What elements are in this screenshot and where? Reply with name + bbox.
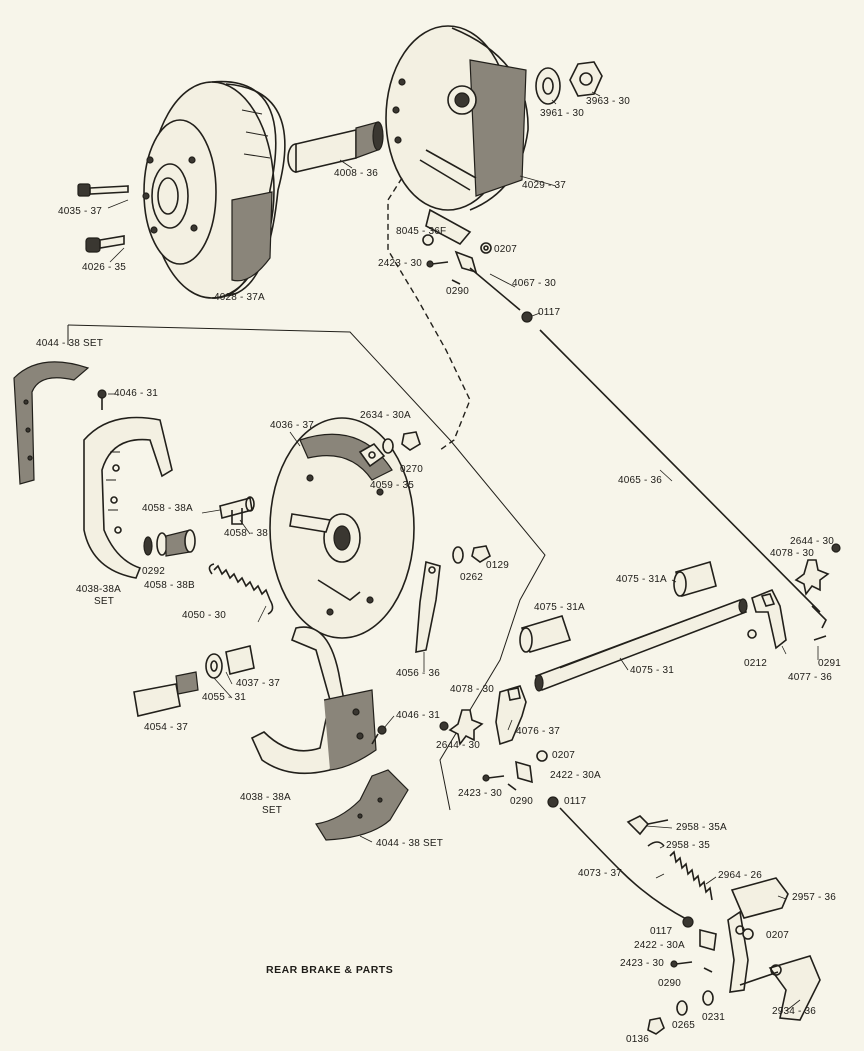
part-label: 2958 - 35 (666, 840, 711, 851)
part-label: 2423 - 30 (458, 788, 503, 799)
part-label: 4058 - 38A (142, 503, 193, 514)
assembly-reference-lines (67, 177, 546, 811)
part-label: 4028 - 37A (214, 292, 265, 303)
part-label: 4036 - 37 (270, 420, 315, 431)
brake-shoe-bottom (250, 626, 377, 775)
operating-lever (415, 545, 491, 653)
part-label: 4046 - 31 (114, 388, 159, 399)
axle-sleeve (287, 121, 384, 174)
brake-drum (142, 80, 286, 299)
part-label: 2644 - 30 (790, 536, 835, 547)
part-label: 4077 - 36 (788, 672, 833, 683)
brake-shoe-top (83, 416, 173, 579)
part-label: 2422 - 30A (634, 940, 685, 951)
cross-shaft (519, 560, 748, 692)
part-label: 4008 - 36 (334, 168, 379, 179)
brake-lining-bottom (315, 769, 409, 841)
pedal-clevis-hardware (647, 916, 754, 1035)
part-label: 0207 (552, 750, 576, 761)
part-label: 2644 - 30 (436, 740, 481, 751)
part-label: 0290 (510, 796, 534, 807)
part-label: 0136 (626, 1034, 650, 1045)
brake-lining-top (13, 361, 90, 485)
part-label: 4055 - 31 (202, 692, 247, 703)
part-label: 4075 - 31A (616, 574, 667, 585)
part-label: 2422 - 30A (550, 770, 601, 781)
top-link-hardware (422, 234, 533, 323)
part-label: 2423 - 30 (378, 258, 423, 269)
brake-rod (539, 329, 827, 629)
shoe-adjuster (143, 496, 255, 557)
part-label: 0292 (142, 566, 166, 577)
part-label: 4046 - 31 (396, 710, 441, 721)
pedal-spring-hardware (626, 815, 713, 901)
part-label: 4035 - 37 (58, 206, 103, 217)
part-label: 0291 (818, 658, 842, 669)
middle-clevis-hardware (482, 750, 559, 808)
backing-plate (269, 417, 415, 639)
diagram-caption: REAR BRAKE & PARTS (266, 964, 394, 976)
anchor-hardware (358, 431, 421, 468)
part-label: 4078 - 30 (450, 684, 495, 695)
part-label: 0117 (538, 307, 561, 318)
part-label: 2964 - 26 (718, 870, 763, 881)
part-label: 2634 - 30A (360, 410, 411, 421)
part-label: 4073 - 37 (578, 868, 623, 879)
part-label: 2934 - 36 (772, 1006, 817, 1017)
part-label: 2423 - 30 (620, 958, 665, 969)
part-label: 0231 (702, 1012, 726, 1023)
part-label: 4029 - 37 (522, 180, 567, 191)
part-label: 4065 - 36 (618, 475, 663, 486)
wheel-bolts (77, 183, 129, 253)
right-shaft-lever (747, 543, 841, 650)
rivet-bottom (371, 725, 387, 745)
part-label: 4056 - 36 (396, 668, 441, 679)
left-shaft-lever (439, 685, 527, 746)
washer-and-nut (535, 61, 603, 105)
leader-lines (107, 91, 819, 1012)
rivet-top (97, 389, 107, 410)
part-label: 0262 (460, 572, 484, 583)
part-label: 0270 (400, 464, 424, 475)
part-label: 0207 (766, 930, 790, 941)
part-label: 4038-38A (76, 584, 121, 595)
part-label: 3963 - 30 (586, 96, 631, 107)
part-label: 4058 - 38 (224, 528, 269, 539)
part-label: SET (94, 596, 115, 607)
part-label: 4067 - 30 (512, 278, 557, 289)
part-label: 4026 - 35 (82, 262, 127, 273)
part-label: 4059 - 35 (370, 480, 415, 491)
part-label: 0207 (494, 244, 518, 255)
part-label: 4050 - 30 (182, 610, 227, 621)
part-label: SET (262, 805, 283, 816)
part-label: 4075 - 31 (630, 665, 675, 676)
part-label: 4076 - 37 (516, 726, 561, 737)
part-label: 4044 - 38 SET (36, 338, 104, 349)
pivot-hardware (133, 645, 255, 717)
part-label: 4037 - 37 (236, 678, 281, 689)
part-label: 0129 (486, 560, 510, 571)
part-label: 0117 (564, 796, 587, 807)
part-label: 0265 (672, 1020, 696, 1031)
backing-plate-assembly (385, 25, 529, 246)
part-label: 4058 - 38B (144, 580, 195, 591)
part-label: 2957 - 36 (792, 892, 837, 903)
part-label: 4078 - 30 (770, 548, 815, 559)
part-label: 8045 - 36F (396, 226, 447, 237)
part-label: 0212 (744, 658, 768, 669)
part-label: 4075 - 31A (534, 602, 585, 613)
part-label: 4038 - 38A (240, 792, 291, 803)
part-label: 2958 - 35A (676, 822, 727, 833)
part-label: 4044 - 38 SET (376, 838, 444, 849)
pedal-rod (559, 807, 689, 921)
part-label: 0290 (446, 286, 470, 297)
part-label: 0290 (658, 978, 682, 989)
part-label: 3961 - 30 (540, 108, 585, 119)
part-label: 4054 - 37 (144, 722, 189, 733)
part-label: 0117 (650, 926, 673, 937)
return-spring (208, 563, 274, 615)
